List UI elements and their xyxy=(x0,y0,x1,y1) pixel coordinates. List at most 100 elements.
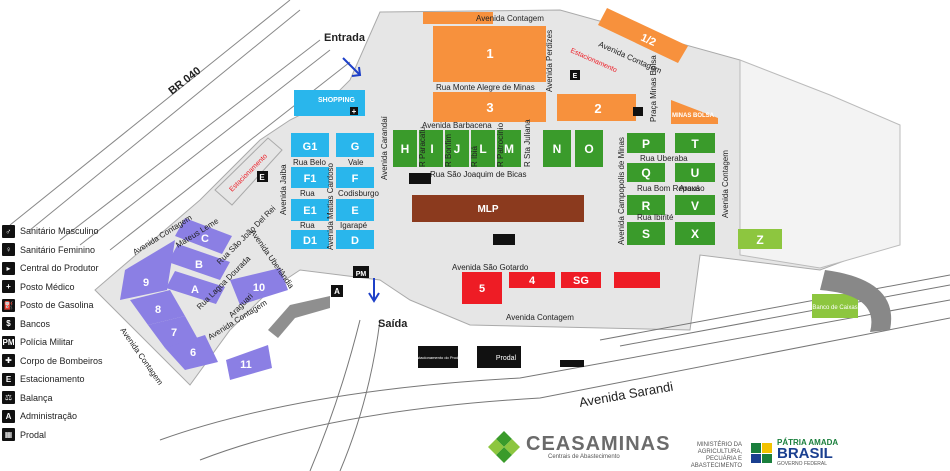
block-c[interactable] xyxy=(175,218,232,254)
block-g[interactable] xyxy=(336,133,374,157)
marker-a[interactable] xyxy=(331,285,343,297)
block-d-label: D xyxy=(351,235,359,247)
block-sg[interactable] xyxy=(561,272,601,288)
prodal[interactable] xyxy=(477,346,521,368)
block-3[interactable] xyxy=(433,92,546,122)
marker-a-label: A xyxy=(334,287,340,296)
block-mlp[interactable] xyxy=(412,195,584,222)
block-4[interactable] xyxy=(509,272,555,288)
block-z-label: Z xyxy=(756,233,763,247)
block-d1[interactable] xyxy=(291,230,329,249)
bank-marker[interactable] xyxy=(633,107,643,116)
block-u-label: U xyxy=(691,166,700,180)
estacionamento-left[interactable] xyxy=(214,137,283,206)
block-s-label: S xyxy=(642,227,650,241)
scale-icon: ⚖ xyxy=(2,391,15,405)
block-u[interactable] xyxy=(675,163,715,182)
block-a[interactable] xyxy=(166,271,225,304)
legend-item: +Posto Médico xyxy=(2,278,120,297)
block-6[interactable] xyxy=(165,335,218,370)
block-b-label: B xyxy=(195,259,203,271)
av-matias-cardoso: Avenida Matias Cardoso xyxy=(326,162,335,250)
legend-label: Sanitário Masculino xyxy=(20,226,99,237)
block-2[interactable] xyxy=(557,94,636,121)
cyan-blocks xyxy=(291,133,374,249)
block-f1-label: F1 xyxy=(304,173,317,185)
block-1-2[interactable] xyxy=(598,8,688,63)
restroom-marker-2[interactable] xyxy=(493,234,515,245)
block-v[interactable] xyxy=(675,195,715,215)
grey-strip xyxy=(268,296,330,338)
block-9[interactable] xyxy=(120,240,175,300)
legend-item: ♂Sanitário Masculino xyxy=(2,222,120,241)
marker-pm[interactable] xyxy=(353,266,369,278)
block-p[interactable] xyxy=(627,133,665,153)
block-r[interactable] xyxy=(627,195,665,215)
block-r-label: R xyxy=(642,199,651,213)
restroom-marker-1[interactable] xyxy=(409,173,431,184)
block-e-label: E xyxy=(351,205,358,217)
block-h[interactable] xyxy=(393,130,417,167)
block-q-label: Q xyxy=(641,166,650,180)
sarandi-road-lines xyxy=(159,274,950,471)
block-t[interactable] xyxy=(675,133,715,153)
block-a-label: A xyxy=(191,284,199,296)
block-b[interactable] xyxy=(168,244,230,280)
block-d[interactable] xyxy=(336,230,374,249)
block-7[interactable] xyxy=(148,316,200,348)
marker-e-top[interactable] xyxy=(570,70,580,80)
block-5[interactable] xyxy=(462,272,502,304)
brand-name: CEASAMINAS xyxy=(526,433,671,455)
legend-label: Prodal xyxy=(20,429,47,440)
block-10[interactable] xyxy=(230,268,288,305)
r-bonfim: R Bonfim xyxy=(444,134,453,167)
marker-e-left[interactable] xyxy=(257,171,268,182)
bank-icon: $ xyxy=(2,317,15,331)
av-perdizes: Avenida Perdizes xyxy=(545,30,554,92)
block-g1[interactable] xyxy=(291,133,329,157)
legend: ♂Sanitário Masculino ♀Sanitário Feminino… xyxy=(2,222,120,444)
block-n[interactable] xyxy=(543,130,571,167)
block-j[interactable] xyxy=(445,130,469,167)
block-f[interactable] xyxy=(336,167,374,188)
r-paracatu: R Paracatu xyxy=(418,127,427,167)
legend-label: Balança xyxy=(20,392,53,403)
block-minas-bolsa[interactable] xyxy=(671,100,718,124)
marker-e-left-label: E xyxy=(259,173,265,182)
banco-de-caixas[interactable] xyxy=(812,294,858,318)
block-z[interactable] xyxy=(738,229,782,249)
block-i[interactable] xyxy=(419,130,443,167)
block-e1[interactable] xyxy=(291,199,329,221)
block-f1[interactable] xyxy=(291,167,329,188)
marker-plus[interactable] xyxy=(350,107,358,115)
av-sao-gotardo: Avenida São Gotardo xyxy=(452,263,529,272)
block-o-label: O xyxy=(584,142,593,156)
block-1[interactable] xyxy=(433,26,546,82)
block-11[interactable] xyxy=(226,345,272,380)
block-8[interactable] xyxy=(130,290,185,325)
block-4-label: 4 xyxy=(529,275,536,287)
r-ibia: R Ibiá xyxy=(470,146,479,167)
block-o[interactable] xyxy=(575,130,603,167)
curved-road xyxy=(820,270,892,332)
balanca-bottom[interactable] xyxy=(560,360,584,367)
legend-item: ▦Prodal xyxy=(2,426,120,445)
block-s[interactable] xyxy=(627,222,665,245)
legend-label: Central do Produtor xyxy=(20,263,99,274)
brasil-flag-icon xyxy=(751,442,772,463)
block-orange-small[interactable] xyxy=(423,12,493,24)
block-7-label: 7 xyxy=(171,327,177,339)
block-red-4[interactable] xyxy=(614,272,660,288)
block-l[interactable] xyxy=(471,130,495,167)
block-m[interactable] xyxy=(497,130,521,167)
legend-label: Sanitário Feminino xyxy=(20,244,96,255)
block-x-label: X xyxy=(691,227,699,241)
block-x[interactable] xyxy=(675,222,715,245)
legend-label: Posto de Gasolina xyxy=(20,300,94,311)
block-10-label: 10 xyxy=(253,282,265,294)
block-q[interactable] xyxy=(627,163,665,182)
block-e[interactable] xyxy=(336,199,374,221)
estacionamento-prodal[interactable] xyxy=(418,346,458,368)
gov-logo: PÁTRIA AMADA BRASIL GOVERNO FEDERAL xyxy=(751,438,838,467)
block-e1-label: E1 xyxy=(303,205,316,217)
